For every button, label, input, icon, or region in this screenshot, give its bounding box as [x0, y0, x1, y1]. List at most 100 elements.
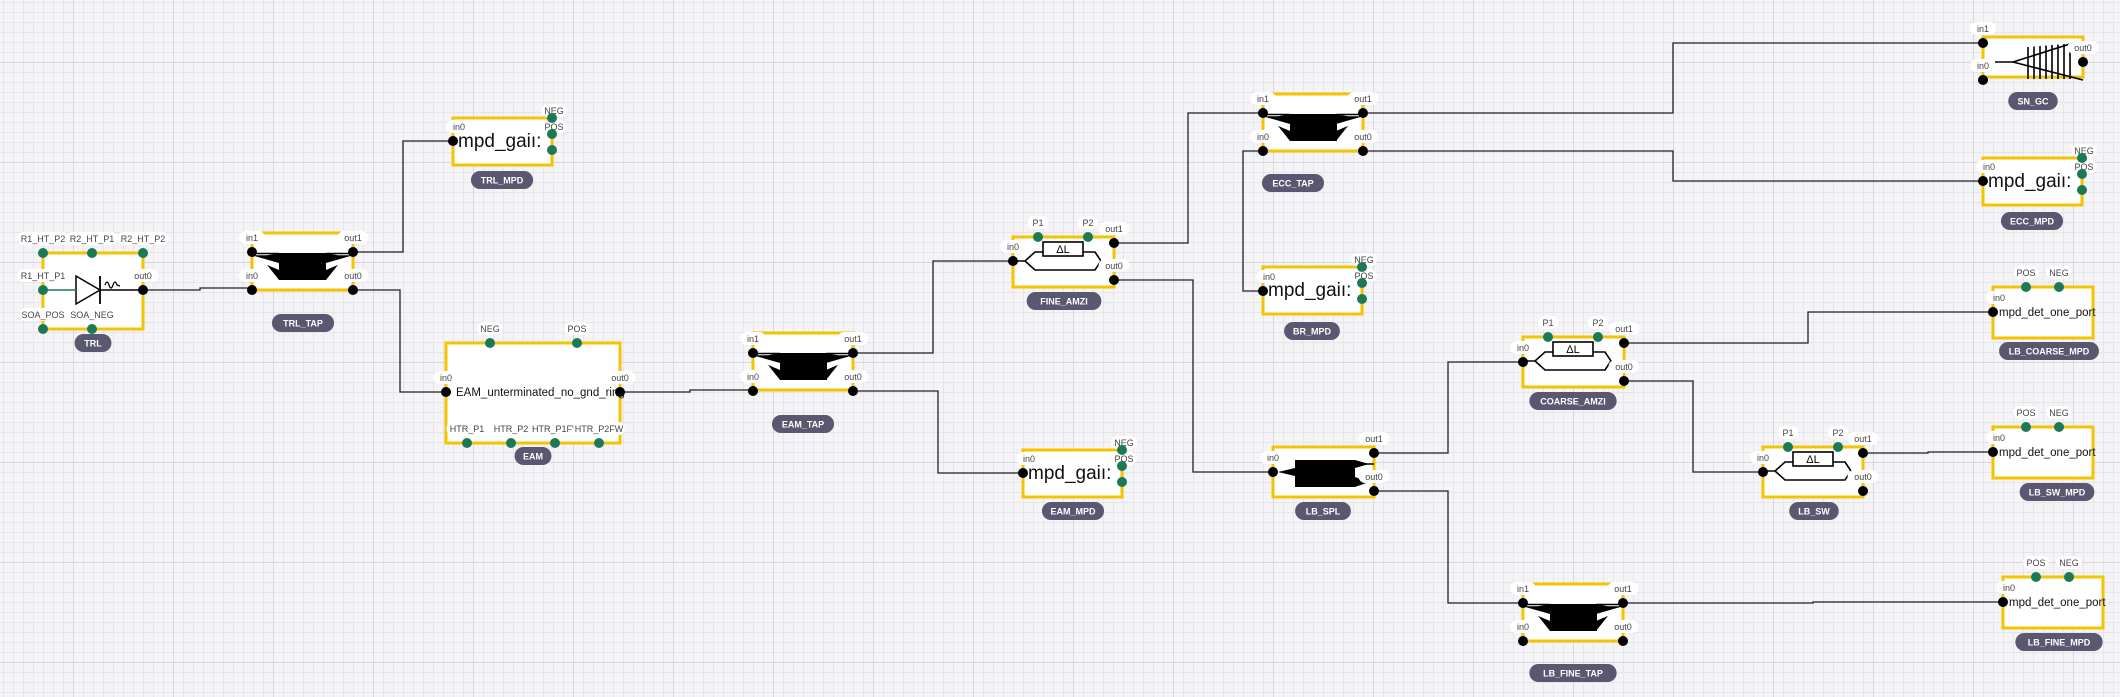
port-out0[interactable] [1369, 486, 1379, 496]
wire-ECC_TAP-out1-to-SN_GC-in1[interactable] [1363, 42, 1983, 114]
port-in1[interactable] [748, 348, 758, 358]
wire-EAM_TAP-out0-to-EAM_MPD-in0[interactable] [853, 390, 1023, 474]
port-out0[interactable] [138, 285, 148, 295]
port-in0[interactable] [1978, 75, 1988, 85]
port-in0[interactable] [1268, 467, 1278, 477]
port-out1[interactable] [1619, 338, 1629, 348]
port-pos[interactable] [2021, 422, 2031, 432]
port-in0[interactable] [1518, 636, 1528, 646]
port-soa-pos[interactable] [38, 324, 48, 334]
instance-label-pill[interactable] [74, 334, 112, 352]
port-htr-p2fw[interactable] [594, 438, 604, 448]
port-neg[interactable] [2054, 282, 2064, 292]
port-in0[interactable] [441, 387, 451, 397]
component-frame[interactable] [1981, 35, 2085, 79]
instance-label-pill[interactable] [2015, 633, 2103, 651]
port-pos-terminal[interactable] [1357, 294, 1367, 304]
instance-label-pill[interactable] [470, 171, 534, 189]
port-p2[interactable] [1593, 332, 1603, 342]
port-pos-terminal[interactable] [2077, 185, 2087, 195]
port-in1[interactable] [1518, 598, 1528, 608]
instance-label-pill[interactable] [2008, 92, 2058, 110]
wire-TRL_TAP-out1-to-TRL_MPD-in0[interactable] [353, 140, 453, 253]
port-in0[interactable] [1978, 176, 1988, 186]
port-p1[interactable] [1783, 442, 1793, 452]
instance-label-pill[interactable] [2019, 483, 2095, 501]
port-out1[interactable] [348, 247, 358, 257]
instance-label-pill[interactable] [1261, 174, 1325, 192]
port-out0[interactable] [1618, 636, 1628, 646]
port-pos[interactable] [547, 129, 557, 139]
instance-label-pill[interactable] [1041, 502, 1105, 520]
instance-label-pill[interactable] [1284, 322, 1340, 340]
instance-label-pill[interactable] [1529, 392, 1617, 410]
port-p1[interactable] [1033, 232, 1043, 242]
port-in0[interactable] [448, 136, 458, 146]
port-in0[interactable] [1988, 447, 1998, 457]
port-pos[interactable] [2021, 282, 2031, 292]
port-pos[interactable] [572, 338, 582, 348]
wire-ECC_TAP-in0-to-BR_MPD-in0[interactable] [1242, 150, 1263, 292]
port-pos[interactable] [1117, 461, 1127, 471]
port-out1[interactable] [1858, 448, 1868, 458]
wire-LB_SW-out1-to-LB_SW_MPD-in0[interactable] [1863, 451, 1993, 454]
port-htr-p1fv[interactable] [550, 438, 560, 448]
port-out0[interactable] [1858, 486, 1868, 496]
wire-LB_SPL-out1-to-COARSE_AMZI-in0[interactable] [1374, 361, 1523, 454]
port-in0[interactable] [1258, 146, 1268, 156]
port-neg[interactable] [1357, 262, 1367, 272]
instance-label-pill[interactable] [1529, 664, 1617, 682]
port-out1[interactable] [1618, 598, 1628, 608]
port-in0[interactable] [1018, 468, 1028, 478]
instance-label-pill[interactable] [2000, 212, 2064, 230]
port-neg[interactable] [2064, 572, 2074, 582]
port-neg[interactable] [485, 338, 495, 348]
wire-FINE_AMZI-out1-to-ECC_TAP-in1[interactable] [1114, 112, 1263, 244]
instance-label-pill[interactable] [1789, 502, 1839, 520]
instance-label-pill[interactable] [1026, 292, 1102, 310]
port-htr-p2[interactable] [506, 438, 516, 448]
port-pos[interactable] [2031, 572, 2041, 582]
port-out1[interactable] [848, 348, 858, 358]
port-in1[interactable] [247, 247, 257, 257]
port-out0[interactable] [2078, 57, 2088, 67]
port-soa-neg[interactable] [87, 324, 97, 334]
port-htr-p1[interactable] [462, 438, 472, 448]
port-in0[interactable] [1008, 256, 1018, 266]
port-out1[interactable] [1109, 238, 1119, 248]
port-in1[interactable] [1258, 108, 1268, 118]
wire-EAM-out0-to-EAM_TAP-in0[interactable] [620, 389, 753, 393]
wire-FINE_AMZI-out0-to-LB_SPL-in0[interactable] [1114, 279, 1273, 473]
component-frame[interactable] [1261, 92, 1365, 153]
wire-TRL_TAP-out0-to-EAM-in0[interactable] [353, 289, 446, 393]
port-in1[interactable] [1978, 38, 1988, 48]
instance-label-pill[interactable] [1999, 342, 2099, 360]
port-p1[interactable] [1543, 332, 1553, 342]
port-pos[interactable] [2077, 169, 2087, 179]
port-out1[interactable] [1358, 108, 1368, 118]
port-out0[interactable] [1619, 376, 1629, 386]
port-p2[interactable] [1833, 442, 1843, 452]
port-in0[interactable] [748, 386, 758, 396]
port-in0[interactable] [1518, 357, 1528, 367]
wire-TRL-out0-to-TRL_TAP-in0[interactable] [143, 287, 253, 291]
wire-LB_SPL-out0-to-LB_FINE_TAP-in0[interactable] [1374, 490, 1523, 604]
port-neg[interactable] [1117, 445, 1127, 455]
port-out0[interactable] [615, 387, 625, 397]
port-r2-ht-p1[interactable] [87, 248, 97, 258]
port-r1-ht-p2[interactable] [38, 248, 48, 258]
